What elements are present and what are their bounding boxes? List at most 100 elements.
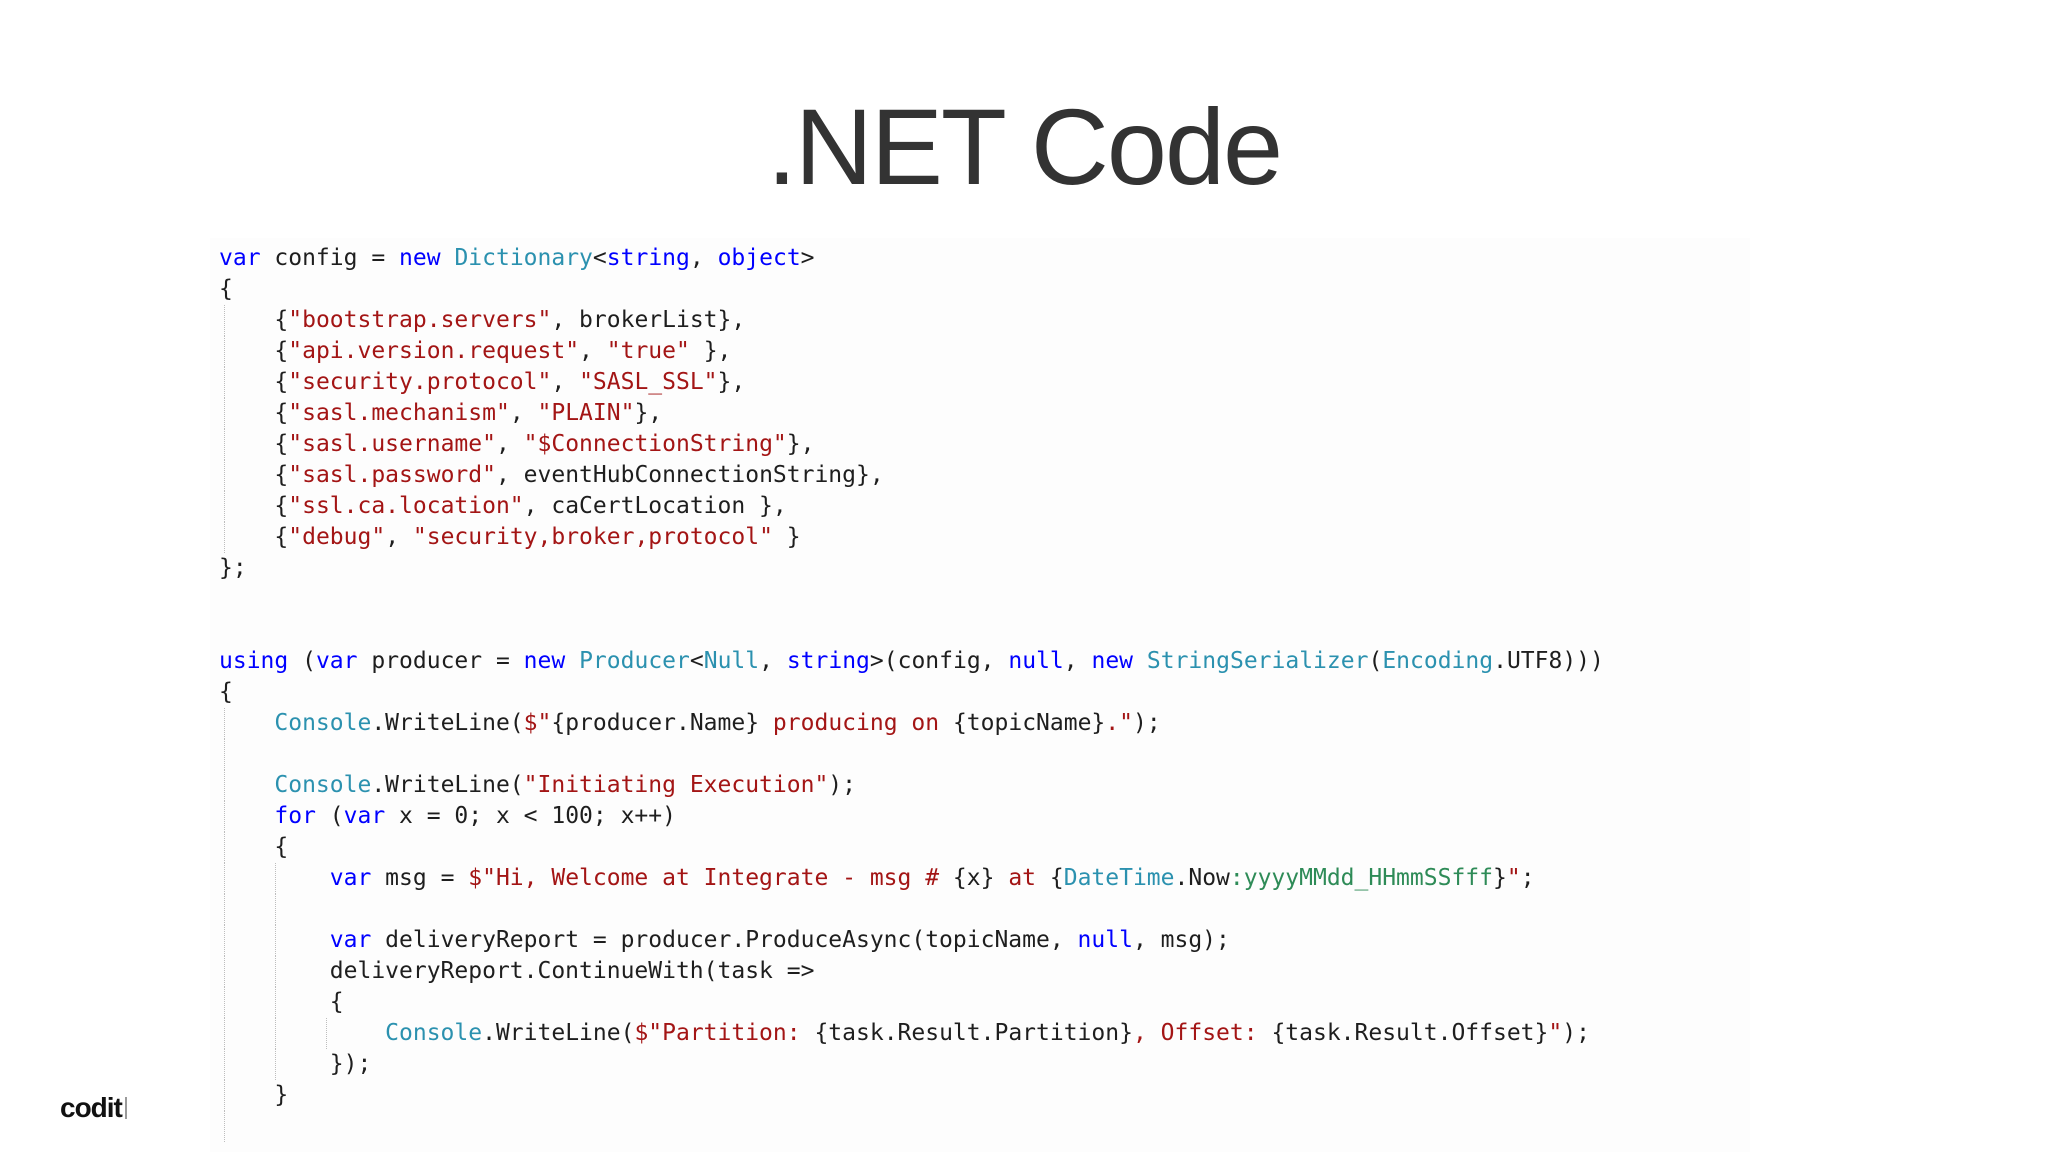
code-token-plain: }, [634, 400, 663, 426]
code-token-plain: , [509, 400, 538, 426]
code-line: var config = new Dictionary<string, obje… [219, 243, 1604, 274]
code-line: using (var producer = new Producer<Null,… [219, 646, 1604, 677]
indent-guide [224, 1049, 225, 1080]
code-token-string: "Initiating Execution" [523, 772, 829, 798]
code-token-plain: ); [828, 772, 856, 798]
code-token-type: Encoding [1382, 648, 1494, 674]
indent-guide [224, 987, 225, 1018]
code-token-string: "$ConnectionString" [523, 431, 787, 457]
indent-guide [224, 770, 225, 801]
code-token-plain: < [689, 648, 704, 674]
indent-guide [224, 863, 225, 894]
code-token-plain: , caCertLocation }, [523, 493, 787, 519]
code-line: var deliveryReport = producer.ProduceAsy… [219, 925, 1604, 956]
code-token-plain: } [219, 1082, 289, 1108]
code-token-plain: { [219, 431, 289, 457]
code-line [219, 1111, 1604, 1142]
indent-guide [224, 1080, 225, 1111]
code-block: var config = new Dictionary<string, obje… [219, 243, 1604, 1142]
code-token-string: "sasl.password" [288, 462, 496, 488]
code-token-plain: , [689, 245, 718, 271]
indent-guide [224, 832, 225, 863]
indent-guide [224, 398, 225, 429]
code-token-string: $" [523, 710, 552, 736]
indent-guide [275, 863, 276, 894]
indent-guide [224, 801, 225, 832]
indent-guide [224, 1018, 225, 1049]
code-token-type: Console [385, 1020, 483, 1046]
code-token-string: "ssl.ca.location" [288, 493, 524, 519]
code-token-plain: { [219, 369, 289, 395]
code-token-string: "SASL_SSL" [579, 369, 718, 395]
code-token-keyword: string [786, 648, 870, 674]
indent-guide [224, 1111, 225, 1142]
code-token-plain: { [219, 400, 289, 426]
code-line: { [219, 832, 1604, 863]
code-token-plain: { [219, 679, 233, 705]
code-token-plain: { [219, 989, 344, 1015]
code-line: { [219, 677, 1604, 708]
code-token-plain: msg = [371, 865, 469, 891]
code-token-plain: }, [786, 431, 815, 457]
indent-guide [275, 956, 276, 987]
code-token-plain: {task.Result.Partition} [814, 1020, 1133, 1046]
code-line: Console.WriteLine($"{producer.Name} prod… [219, 708, 1604, 739]
code-token-plain: deliveryReport.ContinueWith(task => [219, 958, 815, 984]
code-token-type: Dictionary [454, 245, 593, 271]
code-token-string: " [1548, 1020, 1563, 1046]
code-token-plain: , eventHubConnectionString}, [495, 462, 884, 488]
code-token-type: Null [703, 648, 760, 674]
code-line: for (var x = 0; x < 100; x++) [219, 801, 1604, 832]
code-token-string: $"Partition: [634, 1020, 815, 1046]
code-line: { [219, 987, 1604, 1018]
code-token-string: $"Hi, Welcome at Integrate - msg # [468, 865, 953, 891]
code-line: {"api.version.request", "true" }, [219, 336, 1604, 367]
code-token-plain: , [551, 369, 580, 395]
code-token-plain: }); [219, 1051, 372, 1077]
code-token-plain: > [800, 245, 815, 271]
indent-guide [224, 925, 225, 956]
code-line [219, 584, 1604, 615]
code-token-string: ." [1105, 710, 1133, 736]
code-token-plain: { [219, 307, 289, 333]
code-token-plain: >(config, [869, 648, 1009, 674]
logo-text: codit [60, 1092, 123, 1123]
code-token-plain: , [385, 524, 413, 550]
code-token-plain: { [219, 338, 289, 364]
code-line [219, 739, 1604, 770]
indent-guide [275, 925, 276, 956]
code-token-keyword: null [1077, 927, 1133, 953]
code-line: }; [219, 553, 1604, 584]
code-token-plain: , msg); [1132, 927, 1230, 953]
indent-guide [224, 460, 225, 491]
code-token-plain: }; [219, 555, 247, 581]
code-token-plain: .WriteLine( [371, 710, 524, 736]
code-token-plain: ); [1562, 1020, 1590, 1046]
code-token-string: "security,broker,protocol" [412, 524, 773, 550]
code-line: {"sasl.username", "$ConnectionString"}, [219, 429, 1604, 460]
code-token-type: StringSerializer [1146, 648, 1369, 674]
slide-title: .NET Code [766, 86, 1283, 207]
code-token-plain: deliveryReport = producer.ProduceAsync(t… [371, 927, 1078, 953]
code-line: var msg = $"Hi, Welcome at Integrate - m… [219, 863, 1604, 894]
code-token-type: DateTime [1063, 865, 1175, 891]
codit-logo: codit [60, 1092, 127, 1124]
code-token-string: "sasl.mechanism" [288, 400, 510, 426]
code-token-plain [219, 1020, 385, 1046]
code-token-string: producing on [759, 710, 953, 736]
code-token-plain: } [1493, 865, 1507, 891]
code-line: {"bootstrap.servers", brokerList}, [219, 305, 1604, 336]
code-token-plain: , [759, 648, 787, 674]
indent-guide [275, 1049, 276, 1080]
indent-guide [224, 708, 225, 739]
code-token-plain: , [579, 338, 607, 364]
code-token-plain: .UTF8))) [1493, 648, 1604, 674]
indent-guide [275, 894, 276, 925]
code-line: {"security.protocol", "SASL_SSL"}, [219, 367, 1604, 398]
code-token-format: :yyyyMMdd_HHmmSSfff [1229, 865, 1493, 891]
indent-guide [326, 1018, 327, 1049]
code-line: {"debug", "security,broker,protocol" } [219, 522, 1604, 553]
code-token-plain: ( [315, 803, 344, 829]
logo-bar-icon [124, 1097, 127, 1119]
code-token-plain: }, [689, 338, 732, 364]
